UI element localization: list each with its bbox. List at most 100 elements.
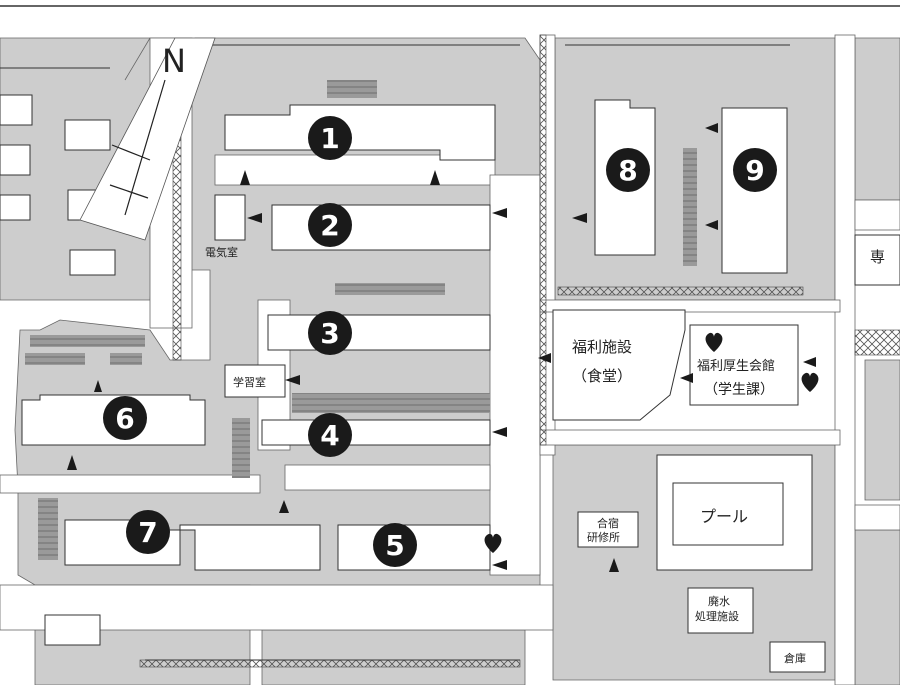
hatch-7 [110,353,142,365]
dorm-building [577,511,639,548]
edge-building [854,234,900,286]
number-label-7: 7 [138,516,157,549]
building-number-markers: 1 2 3 4 5 6 7 8 [103,116,777,567]
wall-ticks [0,44,790,661]
hatch-3 [292,393,490,413]
number-label-3: 3 [320,317,339,350]
entrance-icon [247,213,262,223]
number-marker-3: 3 [308,311,352,355]
road-far-right [854,199,900,231]
left-house-4 [64,119,111,151]
heart-icon [705,332,723,352]
fence-2 [539,34,547,446]
number-marker-6: 6 [103,396,147,440]
hatch-6 [25,353,85,365]
label-electric-room: 電気室 [205,245,238,259]
number-marker-8: 8 [606,148,650,192]
number-marker-4: 4 [308,413,352,457]
study-room [224,364,286,398]
label-study-room: 学習室 [233,375,266,389]
heart-icon [484,533,502,553]
number-label-4: 4 [320,419,339,452]
compass-north-letter: N [162,42,186,80]
label-edge: 専 [870,248,885,266]
entrance-icon [803,357,816,367]
ground-far-right [854,37,900,201]
label-dorm-2: 研修所 [587,530,620,544]
number-marker-1: 1 [308,116,352,160]
hatch-9 [38,498,58,560]
label-union-1: 福利厚生会館 [697,359,775,374]
heart-icon [801,372,819,392]
entrance-icon [492,208,507,218]
building-5 [337,524,491,571]
label-welfare-1: 福利施設 [572,338,632,356]
road-vertical-center [489,174,541,576]
ground-far-right-lower [864,359,900,501]
ground-far-right-bottom [854,529,900,685]
number-marker-9: 9 [733,148,777,192]
entrance-icon [492,560,507,570]
road-east-vertical [834,34,856,685]
hatch-2 [335,283,445,295]
entrance-icon [705,123,718,133]
compass: N [79,37,216,241]
label-union-2: （学生課） [704,382,774,398]
label-storage: 倉庫 [784,651,806,665]
number-label-2: 2 [320,209,339,242]
building-3 [267,314,491,351]
label-waste-1: 廃水 [708,594,730,608]
hatch-5 [30,335,145,347]
hatch-4 [683,148,697,266]
number-marker-2: 2 [308,203,352,247]
road-bottom [0,584,554,631]
entrance-icon [572,213,587,223]
electric-room [214,194,246,241]
storage-building [769,641,826,673]
hatch-1 [327,80,377,98]
hearts [484,332,819,553]
entrance-icon [240,170,250,185]
entrance-icon [67,455,77,470]
left-house-6 [69,249,116,276]
label-waste-2: 処理施設 [695,609,739,623]
fence-3 [557,286,804,296]
entrance-icon [680,373,693,383]
hatch-8 [232,418,250,478]
label-welfare-2: （食堂） [572,367,632,385]
entrance-icon [492,427,507,437]
building-1 [224,104,496,161]
building-4 [261,419,491,446]
hatched-areas [25,80,697,560]
welfare-building [552,309,686,421]
waste-building [687,587,754,634]
entrance-icon [279,500,289,513]
entrance-markers [67,123,816,572]
place-labels: 電気室 学習室 福利施設 （食堂） 福利厚生会館 （学生課） 合宿 研修所 プー… [205,245,885,665]
entrance-icon [430,170,440,185]
left-house-3 [0,194,31,221]
number-label-9: 9 [745,154,764,187]
number-label-8: 8 [618,154,637,187]
label-dorm-1: 合宿 [597,516,619,530]
left-house-2 [0,144,31,176]
fence-5 [854,329,900,356]
number-marker-5: 5 [373,523,417,567]
road-lower-right [539,429,841,446]
entrance-icon [285,375,300,385]
entrance-icon [609,558,619,572]
compass-arrow-icon [109,79,166,216]
number-label-6: 6 [115,402,134,435]
fence-4 [139,659,521,668]
road-inner-1 [284,464,491,491]
ground-bottom-strip [261,629,526,685]
number-label-5: 5 [385,529,404,562]
building-2 [271,204,491,251]
number-marker-7: 7 [126,510,170,554]
bottom-house [44,614,101,646]
entrance-icon [538,353,551,363]
number-label-1: 1 [320,122,339,155]
entrance-icon [705,220,718,230]
label-pool: プール [700,507,748,526]
